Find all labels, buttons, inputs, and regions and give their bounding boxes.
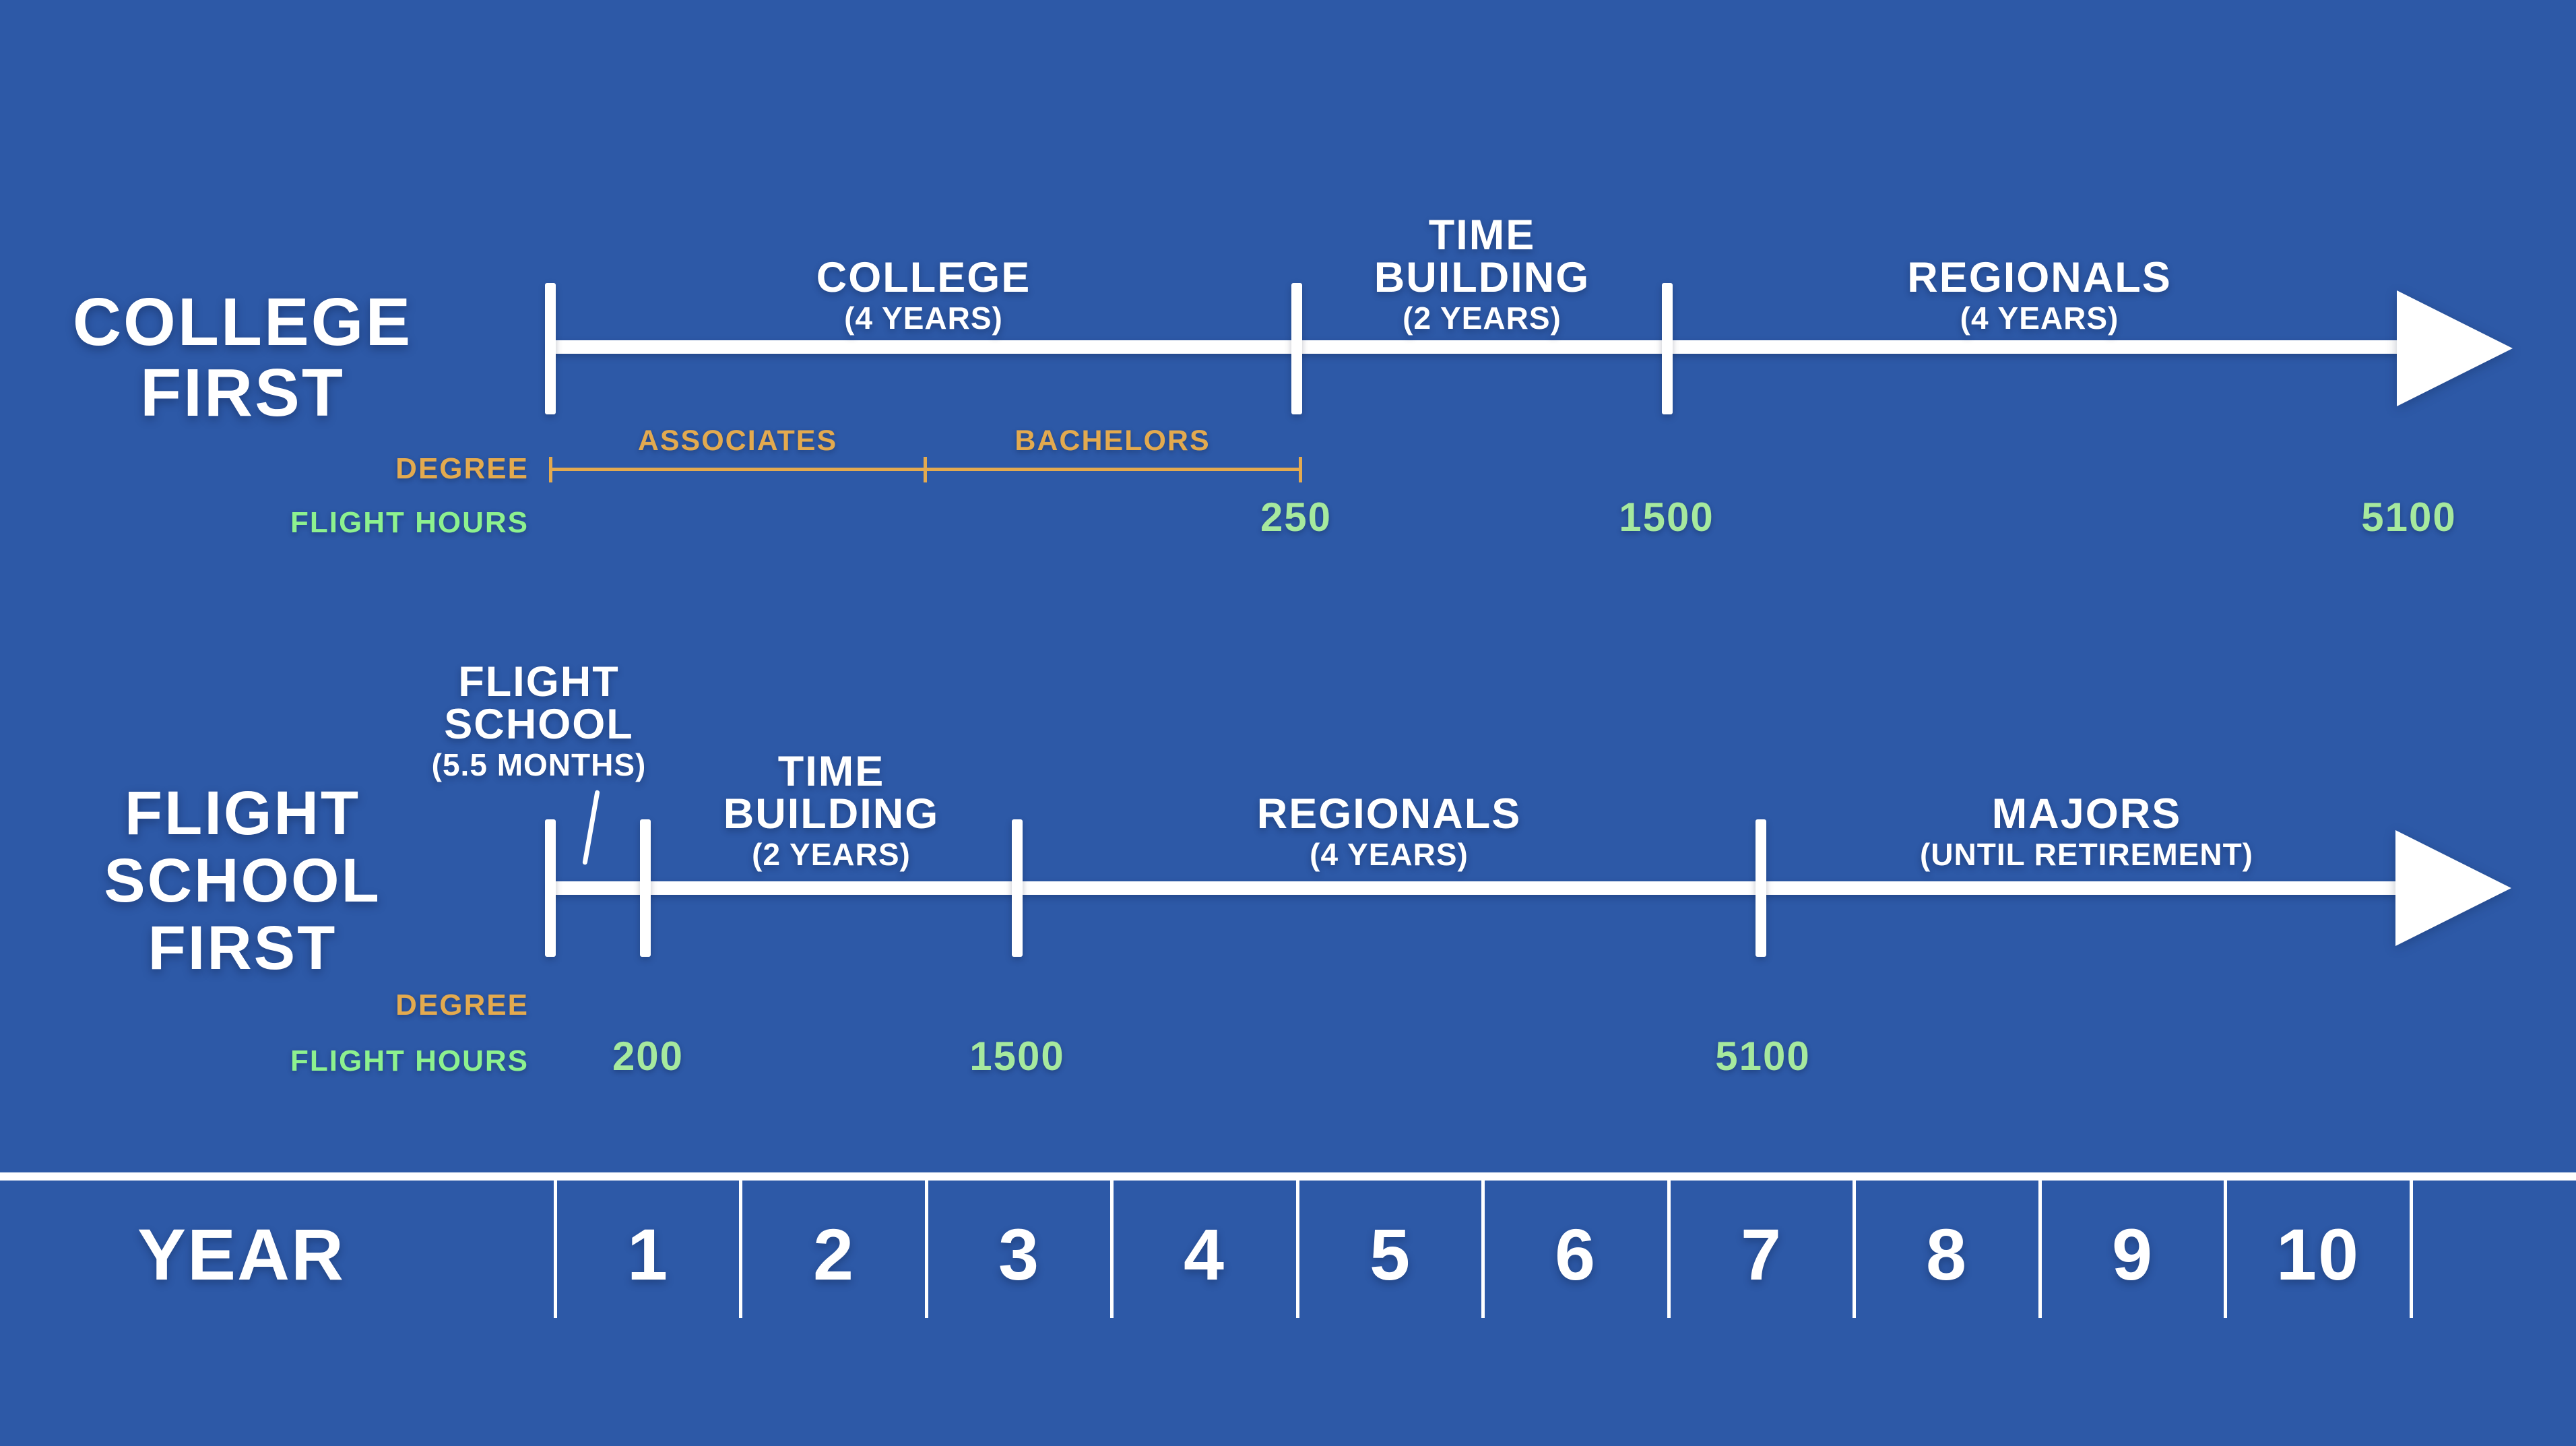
year-divider (1853, 1181, 1856, 1318)
timeline-tick (1012, 819, 1023, 957)
title-line: FIRST (140, 355, 345, 431)
year-number: 8 (1925, 1214, 1968, 1295)
flight-hours-value: 1500 (1619, 495, 1714, 540)
year-number: 7 (1740, 1214, 1783, 1295)
title-line: SCHOOL (104, 846, 381, 915)
stage-duration: (4 YEARS) (1960, 301, 2119, 336)
stage-label-time-building: TIME BUILDING (2 YEARS) (645, 751, 1017, 873)
timeline-tick (1662, 283, 1673, 414)
stage-name: SCHOOL (444, 701, 634, 748)
associates-label: ASSOCIATES (637, 425, 838, 457)
stage-label-regionals: REGIONALS (4 YEARS) (1017, 793, 1761, 873)
stage-label-college: COLLEGE (4 YEARS) (550, 257, 1297, 337)
college-first-arrow-icon (2397, 290, 2513, 406)
flight-hours-value: 200 (612, 1034, 684, 1079)
stage-name: BUILDING (1374, 254, 1590, 301)
stage-duration: (2 YEARS) (752, 837, 911, 872)
timeline-tick (545, 819, 556, 957)
timeline-tick (1756, 819, 1766, 957)
degree-tick (1299, 457, 1302, 482)
college-first-title: COLLEGE FIRST (27, 287, 458, 429)
degree-tick (549, 457, 552, 482)
year-number: 1 (626, 1214, 670, 1295)
stage-duration: (4 YEARS) (1310, 837, 1469, 872)
stage-duration: (5.5 MONTHS) (431, 747, 647, 782)
stage-name: REGIONALS (1907, 254, 2172, 301)
stage-duration: (2 YEARS) (1403, 301, 1561, 336)
degree-tick (924, 457, 927, 482)
timeline-tick (545, 283, 556, 414)
year-number: 9 (2111, 1214, 2154, 1295)
stage-name: FLIGHT (458, 658, 620, 705)
stage-label-time-building: TIME BUILDING (2 YEARS) (1297, 214, 1667, 337)
flight-hours-value: 1500 (969, 1034, 1065, 1079)
year-axis-line (0, 1172, 2576, 1181)
year-divider (925, 1181, 928, 1318)
year-number: 2 (812, 1214, 856, 1295)
year-divider (2038, 1181, 2042, 1318)
year-number: 3 (998, 1214, 1041, 1295)
callout-line (582, 790, 600, 865)
title-line: FLIGHT (124, 779, 361, 848)
stage-label-regionals: REGIONALS (4 YEARS) (1667, 257, 2412, 337)
title-line: COLLEGE (72, 284, 413, 360)
flight-hours-value: 5100 (1715, 1034, 1811, 1079)
year-label: YEAR (137, 1214, 346, 1295)
flight-hours-row-label: FLIGHT HOURS (290, 506, 529, 539)
year-number: 5 (1369, 1214, 1412, 1295)
flight-hours-row-label: FLIGHT HOURS (290, 1044, 529, 1077)
stage-name: COLLEGE (816, 254, 1031, 301)
flight-school-first-timeline-line (550, 881, 2398, 895)
stage-name: MAJORS (1991, 790, 2182, 838)
year-divider (1481, 1181, 1485, 1318)
flight-school-first-title: FLIGHT SCHOOL FIRST (27, 780, 458, 982)
stage-duration: (UNTIL RETIREMENT) (1919, 837, 2253, 872)
degree-row-label: DEGREE (395, 988, 529, 1021)
stage-name: REGIONALS (1256, 790, 1522, 838)
year-number: 6 (1554, 1214, 1597, 1295)
year-divider (2410, 1181, 2413, 1318)
timeline-tick (640, 819, 651, 957)
year-divider (1667, 1181, 1671, 1318)
year-divider (1296, 1181, 1299, 1318)
year-divider (1110, 1181, 1114, 1318)
stage-label-majors: MAJORS (UNTIL RETIREMENT) (1761, 793, 2412, 873)
flight-hours-value: 250 (1260, 495, 1332, 540)
stage-name: BUILDING (723, 790, 940, 838)
college-first-timeline-line (550, 340, 2398, 354)
flight-hours-value: 5100 (2361, 495, 2457, 540)
degree-row-label: DEGREE (395, 452, 529, 485)
year-divider (554, 1181, 557, 1318)
year-divider (739, 1181, 742, 1318)
bachelors-label: BACHELORS (1015, 425, 1211, 457)
title-line: FIRST (148, 914, 337, 982)
flight-school-callout: FLIGHT SCHOOL (5.5 MONTHS) (364, 661, 714, 784)
year-divider (2224, 1181, 2227, 1318)
timeline-tick (1291, 283, 1302, 414)
year-number: 4 (1183, 1214, 1226, 1295)
stage-duration: (4 YEARS) (844, 301, 1003, 336)
flight-school-first-arrow-icon (2395, 830, 2511, 946)
stage-name: TIME (1428, 212, 1536, 259)
stage-name: TIME (777, 748, 885, 795)
year-number: 10 (2276, 1214, 2360, 1295)
